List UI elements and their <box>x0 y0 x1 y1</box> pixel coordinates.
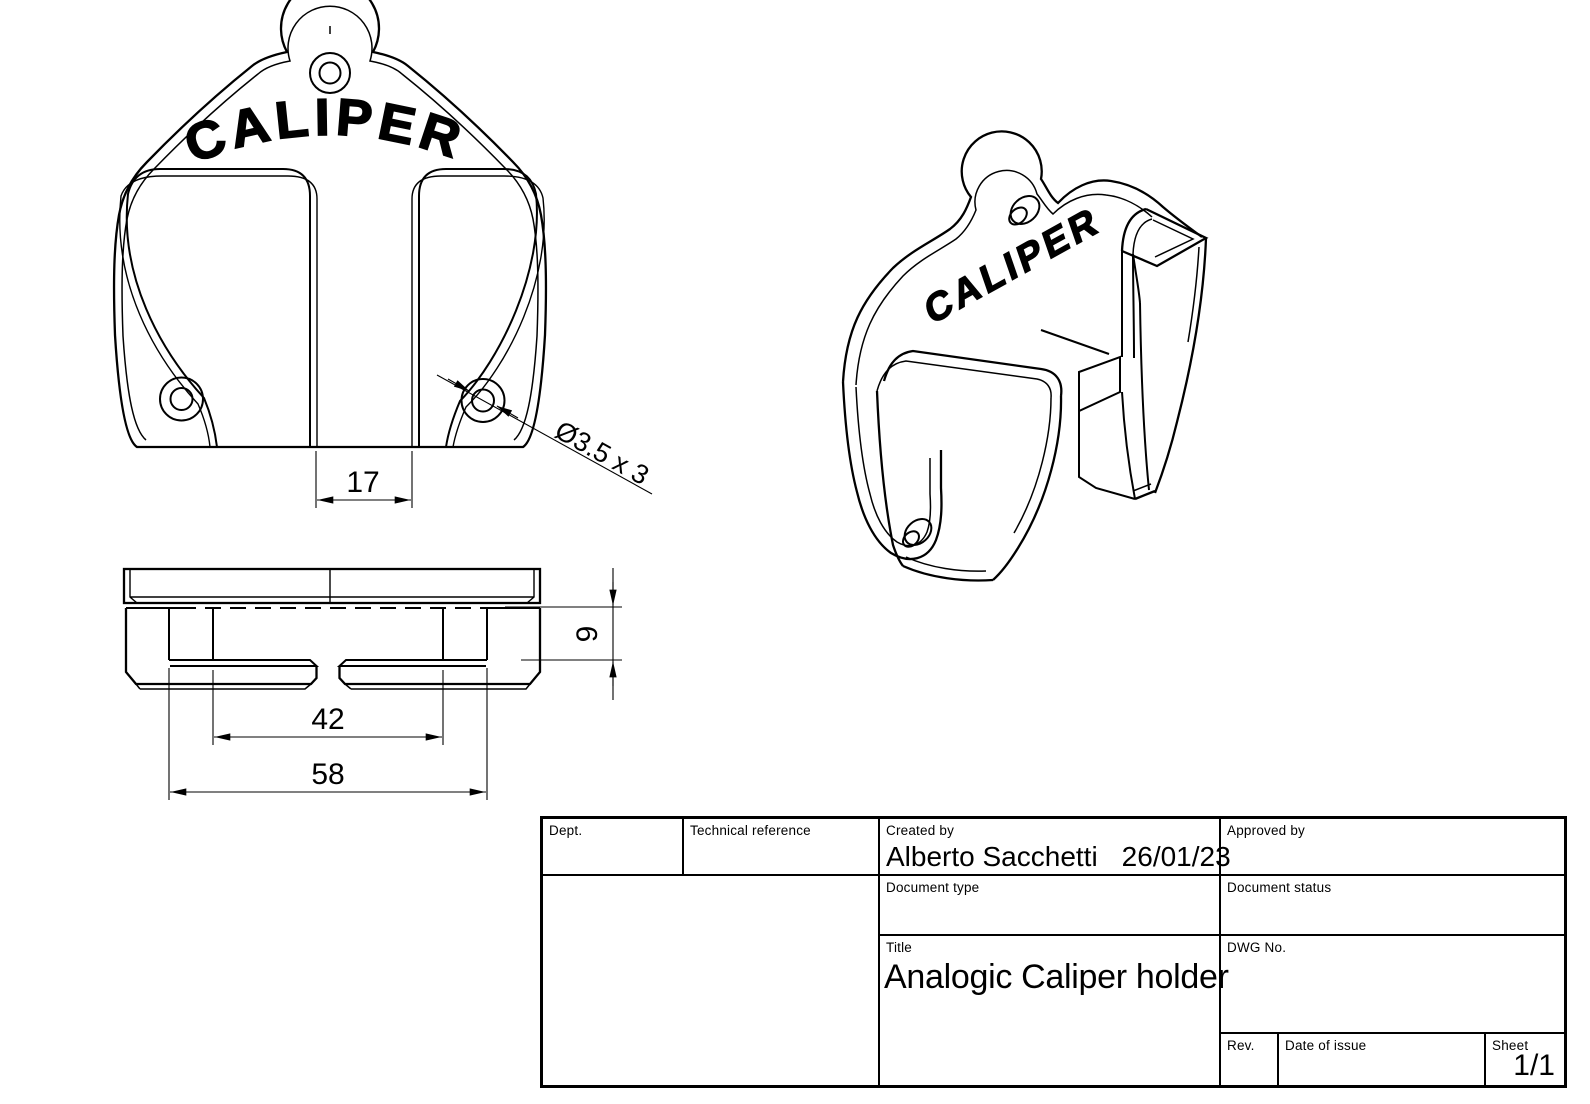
dim-9-text: 9 <box>571 626 604 643</box>
title-label: Title <box>886 940 913 955</box>
title-block: Dept. Technical reference Created by Alb… <box>540 816 1567 1088</box>
titleblock-cell-document-type: Document type <box>880 876 1221 936</box>
hole-callout-leader: Ø3.5 x 3 <box>436 374 654 495</box>
iso-embossed-text: CALIPER <box>920 198 1106 334</box>
front-view: CALIPER <box>112 0 548 449</box>
titleblock-cell-created-by: Created by Alberto Sacchetti 26/01/23 <box>880 819 1231 876</box>
rev-label: Rev. <box>1227 1038 1255 1053</box>
sheet-label: Sheet <box>1492 1038 1529 1053</box>
titleblock-cell-date-of-issue: Date of issue <box>1279 1034 1486 1085</box>
dim-42-text: 42 <box>311 703 344 736</box>
titleblock-cell-rev: Rev. <box>1221 1034 1279 1085</box>
titleblock-cell-dept: Dept. <box>543 819 684 876</box>
titleblock-cell-technical-reference: Technical reference <box>684 819 880 876</box>
titleblock-cell-sheet: Sheet 1/1 <box>1486 1034 1564 1085</box>
bottom-view <box>122 567 542 690</box>
technical-reference-label: Technical reference <box>690 823 811 838</box>
dept-label: Dept. <box>549 823 583 838</box>
dimension-42: 42 <box>212 670 444 745</box>
dimension-58: 58 <box>168 668 488 800</box>
created-by-name: Alberto Sacchetti <box>886 841 1098 872</box>
created-by-date: 26/01/23 <box>1121 841 1231 872</box>
date-of-issue-label: Date of issue <box>1285 1038 1367 1053</box>
titleblock-cell-dwg-no: DWG No. <box>1221 936 1564 1034</box>
dim-58-text: 58 <box>311 758 344 791</box>
document-status-label: Document status <box>1227 880 1332 895</box>
dimension-9: 9 <box>505 568 622 700</box>
iso-view: CALIPER <box>841 130 1209 582</box>
titleblock-cell-empty <box>543 876 880 1085</box>
front-embossed-text: CALIPER <box>177 89 472 175</box>
titleblock-cell-document-status: Document status <box>1221 876 1564 936</box>
dimension-slot-17: 17 <box>315 451 413 508</box>
sheet-value: 1/1 <box>1513 1049 1555 1082</box>
titleblock-cell-approved-by: Approved by <box>1221 819 1564 876</box>
dwg-no-label: DWG No. <box>1227 940 1287 955</box>
dim-17-text: 17 <box>346 466 379 499</box>
hole-callout-text: Ø3.5 x 3 <box>550 415 654 491</box>
created-by-label: Created by <box>886 823 955 838</box>
document-type-label: Document type <box>886 880 980 895</box>
approved-by-label: Approved by <box>1227 823 1305 838</box>
drawing-title: Analogic Caliper holder <box>884 958 1229 996</box>
titleblock-cell-title: Title Analogic Caliper holder <box>880 936 1229 1085</box>
